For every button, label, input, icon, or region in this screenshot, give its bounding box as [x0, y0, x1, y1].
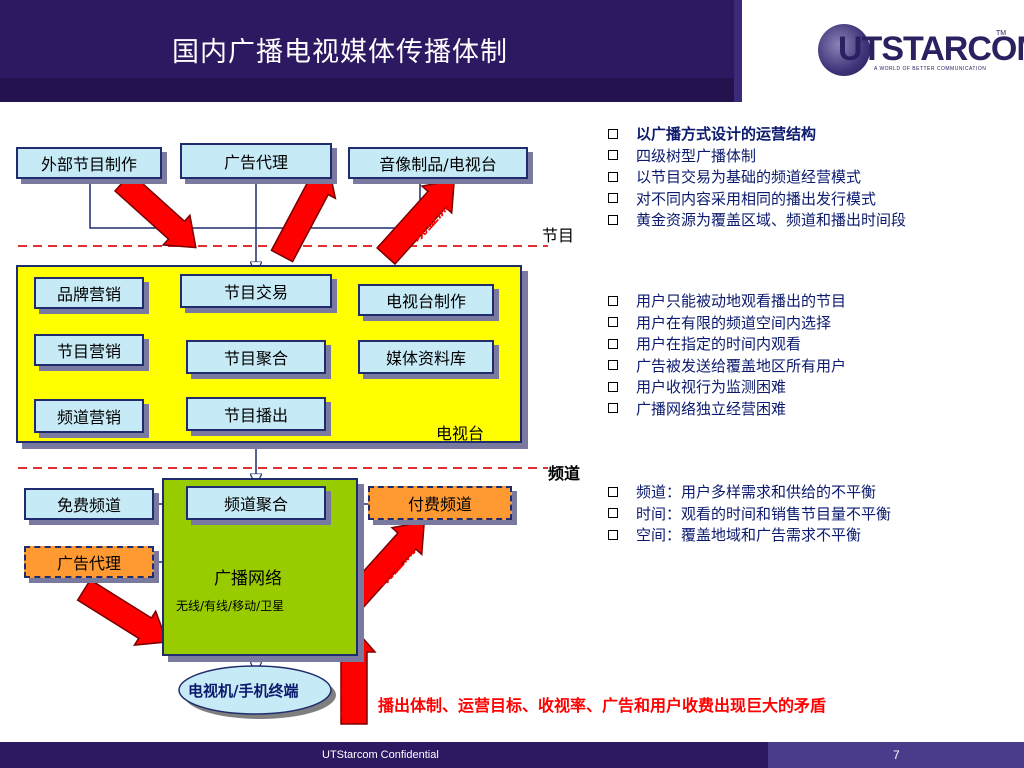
checkbox-square-icon [608, 171, 618, 182]
brand-marketing-box: 品牌营销 [34, 277, 144, 309]
list-item: 广告被发送给覆盖地区所有用户 [608, 355, 846, 377]
footer-confidential: UTStarcom Confidential [322, 749, 439, 761]
bullet-list-imbalance: 频道：用户多样需求和供给的不平衡 时间：观看的时间和销售节目量不平衡 空间：覆盖… [608, 481, 891, 546]
channel-marketing-box: 频道营销 [34, 399, 144, 433]
network-types-label: 无线/有线/移动/卫星 [176, 599, 285, 613]
list-item: 用户在指定的时间内观看 [608, 333, 846, 355]
free-channel-box: 免费频道 [24, 488, 154, 520]
utstarcom-logo: UTSTARCOM TM A WORLD OF BETTER COMMUNICA… [818, 22, 1024, 78]
cash-flow-arrow-2 [270, 166, 337, 263]
logo-tagline: A WORLD OF BETTER COMMUNICATION [874, 66, 987, 72]
footer-right-band [768, 742, 1024, 768]
logo-globe-icon [818, 24, 870, 76]
program-broadcast-box: 节目播出 [186, 397, 326, 431]
checkbox-square-icon [608, 128, 618, 139]
ad-agency-top-box: 广告代理 [180, 143, 332, 179]
media-library-box: 媒体资料库 [358, 340, 494, 374]
list-item: 黄金资源为覆盖区域、频道和播出时间段 [608, 209, 906, 231]
logo-text: UTSTARCOM [838, 30, 1024, 68]
channel-section-label: 频道 [548, 464, 581, 483]
cash-flow-arrow-5 [76, 578, 169, 647]
terminal-label: 电视机/手机终端 [188, 682, 299, 700]
pay-channel-box: 付费频道 [368, 486, 512, 520]
list-item: 对不同内容采用相同的播出发行模式 [608, 188, 906, 210]
header: 国内广播电视媒体传播体制 UTSTARCOM TM A WORLD OF BET… [0, 0, 1024, 102]
title-band-edge [734, 0, 742, 102]
cash-flow-arrow-1 [113, 172, 197, 249]
list-item: 空间：覆盖地域和广告需求不平衡 [608, 524, 891, 546]
checkbox-square-icon [608, 150, 618, 161]
cash-flow-arrow-4 [342, 520, 426, 612]
program-section-label: 节目 [542, 226, 575, 245]
cash-flow-label-6: 现金流 [339, 667, 359, 717]
program-trade-box: 节目交易 [180, 274, 332, 308]
program-marketing-box: 节目营销 [34, 334, 144, 366]
checkbox-square-icon [608, 486, 618, 497]
checkbox-square-icon [608, 529, 618, 540]
ad-agency-bottom-box: 广告代理 [24, 546, 154, 578]
bullet-list-structure: 以广播方式设计的运营结构 四级树型广播体制 以节目交易为基础的频道经营模式 对不… [608, 123, 906, 231]
list-item: 以节目交易为基础的频道经营模式 [608, 166, 906, 188]
terminal-ellipse [178, 665, 332, 715]
channel-aggregation-box: 频道聚合 [186, 486, 326, 520]
page-number: 7 [893, 748, 900, 762]
broadcast-network-label: 广播网络 [214, 569, 282, 589]
checkbox-square-icon [608, 360, 618, 371]
list-item: 广播网络独立经营困难 [608, 398, 846, 420]
tv-production-box: 电视台制作 [358, 284, 494, 316]
checkbox-square-icon [608, 295, 618, 306]
footer: UTStarcom Confidential 7 [0, 742, 1024, 768]
list-item: 用户只能被动地观看播出的节目 [608, 290, 846, 312]
checkbox-square-icon [608, 214, 618, 225]
tv-station-label: 电视台 [436, 424, 485, 443]
checkbox-square-icon [608, 508, 618, 519]
external-program-box: 外部节目制作 [16, 147, 162, 179]
program-aggregation-box: 节目聚合 [186, 340, 326, 374]
checkbox-square-icon [608, 381, 618, 392]
av-products-box: 音像制品/电视台 [348, 147, 528, 179]
cash-flow-arrow-3 [376, 179, 456, 266]
title-band-shadow [0, 78, 742, 102]
list-item: 用户收视行为监测困难 [608, 376, 846, 398]
checkbox-square-icon [608, 403, 618, 414]
checkbox-square-icon [608, 338, 618, 349]
logo-trademark: TM [996, 30, 1007, 37]
checkbox-square-icon [608, 193, 618, 204]
conclusion-text: 播出体制、运营目标、收视率、广告和用户收费出现巨大的矛盾 [378, 696, 827, 715]
list-item: 用户在有限的频道空间内选择 [608, 312, 846, 334]
page-title: 国内广播电视媒体传播体制 [172, 37, 508, 68]
list-item: 频道：用户多样需求和供给的不平衡 [608, 481, 891, 503]
list-item: 四级树型广播体制 [608, 145, 906, 167]
checkbox-square-icon [608, 317, 618, 328]
list-item: 以广播方式设计的运营结构 [608, 123, 906, 145]
list-item: 时间：观看的时间和销售节目量不平衡 [608, 503, 891, 525]
bullet-list-user: 用户只能被动地观看播出的节目 用户在有限的频道空间内选择 用户在指定的时间内观看… [608, 290, 846, 419]
